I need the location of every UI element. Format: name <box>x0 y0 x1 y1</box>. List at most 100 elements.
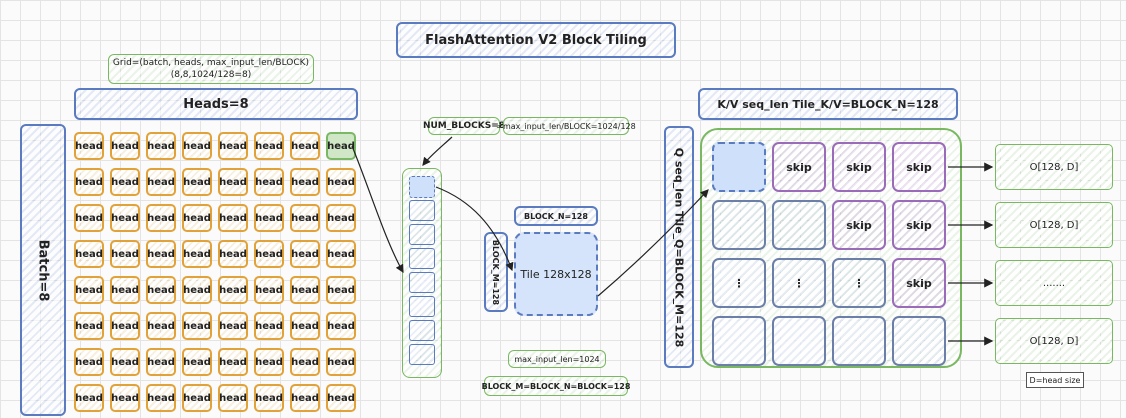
head-cell: head <box>146 240 176 268</box>
head-cell: head <box>290 204 320 232</box>
compute-tile <box>832 316 886 366</box>
head-cell: head <box>326 132 356 160</box>
head-cell: head <box>290 348 320 376</box>
head-cell: head <box>290 384 320 412</box>
head-cell: head <box>182 240 212 268</box>
skip-tile: skip <box>892 142 946 192</box>
block-m-label: BLOCK_M=128 <box>484 232 508 312</box>
head-cell: head <box>110 348 140 376</box>
block-equality-label: BLOCK_M=BLOCK_N=BLOCK=128 <box>482 376 630 396</box>
q-block-active <box>409 176 435 198</box>
q-block-cell <box>409 248 435 269</box>
ellipsis-tile: ⋮ <box>712 258 766 308</box>
grid-label-line2: (8,8,1024/128=8) <box>170 70 252 80</box>
skip-tile: skip <box>772 142 826 192</box>
head-cell: head <box>218 240 248 268</box>
head-cell: head <box>182 168 212 196</box>
head-cell: head <box>146 168 176 196</box>
head-cell: head <box>290 132 320 160</box>
head-cell: head <box>74 204 104 232</box>
head-cell: head <box>182 204 212 232</box>
head-cell: head <box>74 312 104 340</box>
head-cell: head <box>146 132 176 160</box>
head-cell: head <box>110 168 140 196</box>
head-cell: head <box>326 168 356 196</box>
head-cell: head <box>146 384 176 412</box>
skip-tile: skip <box>832 142 886 192</box>
q-block-cell <box>409 224 435 245</box>
head-cell: head <box>74 276 104 304</box>
q-block-cell <box>409 344 435 365</box>
head-cell: head <box>182 312 212 340</box>
head-cell: head <box>74 348 104 376</box>
head-cell: head <box>182 132 212 160</box>
head-cell: head <box>326 276 356 304</box>
head-cell: head <box>110 204 140 232</box>
head-cell: head <box>110 132 140 160</box>
head-cell: head <box>110 276 140 304</box>
q-block-cell <box>409 296 435 317</box>
head-cell: head <box>218 276 248 304</box>
head-cell: head <box>254 276 284 304</box>
head-cell: head <box>326 312 356 340</box>
compute-tile <box>772 200 826 250</box>
head-cell: head <box>290 276 320 304</box>
skip-tile: skip <box>832 200 886 250</box>
head-cell: head <box>218 348 248 376</box>
head-cell: head <box>146 312 176 340</box>
arrow-head-to-column <box>351 145 404 274</box>
compute-tile <box>712 200 766 250</box>
head-cell: head <box>254 348 284 376</box>
q-block-cell <box>409 200 435 221</box>
head-cell: head <box>74 240 104 268</box>
output-box: O[128, D] <box>995 202 1113 248</box>
max-input-len-label: max_input_len=1024 <box>508 350 606 368</box>
head-cell: head <box>74 384 104 412</box>
output-box: O[128, D] <box>995 144 1113 190</box>
head-cell: head <box>326 384 356 412</box>
compute-tile <box>892 316 946 366</box>
head-cell: head <box>254 240 284 268</box>
head-cell: head <box>254 204 284 232</box>
grid-label: Grid=(batch, heads, max_input_len/BLOCK)… <box>108 54 314 84</box>
q-block-cell <box>409 272 435 293</box>
head-cell: head <box>290 240 320 268</box>
skip-tile: skip <box>892 200 946 250</box>
grid-label-line1: Grid=(batch, heads, max_input_len/BLOCK) <box>112 58 310 68</box>
output-box: O[128, D] <box>995 318 1113 364</box>
d-note: D=head size <box>1026 372 1084 388</box>
head-cell: head <box>326 204 356 232</box>
head-cell: head <box>218 312 248 340</box>
head-cell: head <box>110 312 140 340</box>
head-cell: head <box>110 384 140 412</box>
head-cell: head <box>146 204 176 232</box>
head-cell: head <box>74 168 104 196</box>
head-cell: head <box>326 240 356 268</box>
head-cell: head <box>182 348 212 376</box>
q-seq-label: Q seq_len Tile_Q=BLOCK_M=128 <box>664 126 694 368</box>
arrow-tile-to-matrix <box>597 189 709 297</box>
head-cell: head <box>254 168 284 196</box>
head-cell: head <box>182 384 212 412</box>
skip-tile: skip <box>892 258 946 308</box>
head-cell: head <box>218 384 248 412</box>
diagram-title: FlashAttention V2 Block Tiling <box>396 22 676 58</box>
head-cell: head <box>146 276 176 304</box>
q-block-cell <box>409 320 435 341</box>
compute-tile <box>772 316 826 366</box>
num-blocks-formula: =max_input_len/BLOCK=1024/128 <box>496 117 636 135</box>
heads-header: Heads=8 <box>74 88 358 120</box>
arrow-block-to-tile <box>435 186 514 272</box>
num-blocks-label: NUM_BLOCKS=8 <box>423 117 505 135</box>
head-cell: head <box>254 384 284 412</box>
ellipsis-tile: ⋮ <box>832 258 886 308</box>
head-cell: head <box>218 168 248 196</box>
head-cell: head <box>74 132 104 160</box>
batch-label: Batch=8 <box>20 124 66 416</box>
arrow-numblocks-to-column <box>422 136 453 166</box>
ellipsis-tile: ⋮ <box>772 258 826 308</box>
compute-tile <box>712 316 766 366</box>
tile-128-box: Tile 128x128 <box>514 232 598 316</box>
head-cell: head <box>254 312 284 340</box>
